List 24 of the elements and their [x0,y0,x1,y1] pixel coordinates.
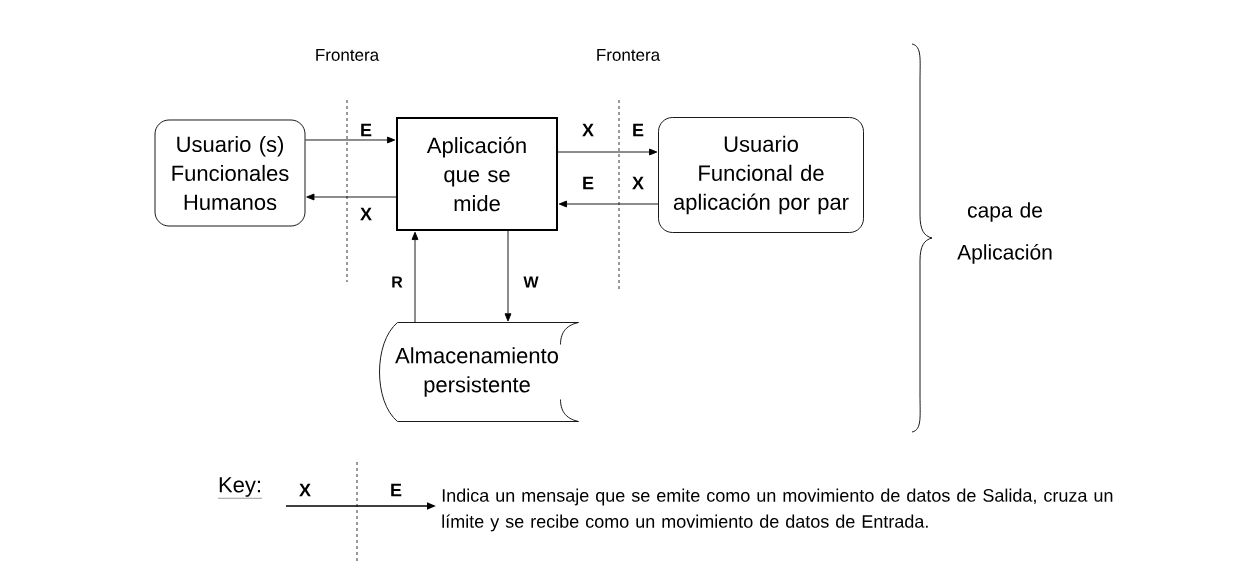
arrow [504,230,512,322]
arrow [558,200,659,208]
flow-letter: E [391,483,402,497]
boundary-label: Frontera [597,49,661,61]
edge-label: W [523,276,539,288]
key-title: Key: [217,477,263,499]
edge-label: R [392,276,403,288]
flow-letter: X [299,483,311,497]
boundary-label: Frontera [316,49,380,61]
flow-letter: X [632,176,644,190]
flow-letter: E [361,123,372,137]
key-description: Indica un mensaje que se emite como un movimiento de datos de Salida, cruza un límite y se recibe como un movimiento de datos de Entrada. [442,488,1113,532]
arrow [411,231,419,323]
rounded-box: Usuario Funcional de aplicación por par [658,117,864,233]
flow-letter: E [633,123,644,137]
flow-letter: E [583,176,594,190]
flow-letter: X [582,123,594,137]
arrow [305,136,396,144]
process-box: Aplicación que se mide [396,117,558,231]
arrow [306,193,397,201]
flow-letter: X [360,207,372,221]
rounded-box: Usuario (s) Funcionales Humanos [154,119,306,227]
layer-label: capa de Aplicación [957,202,1052,264]
arrow [557,148,658,156]
